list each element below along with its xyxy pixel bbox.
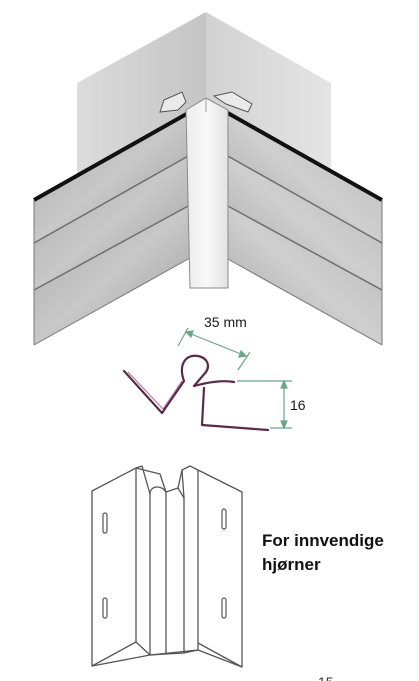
profile-outline: [122, 354, 270, 432]
dimension-label-width: 35 mm: [204, 314, 247, 330]
dimension-35mm: [177, 327, 251, 371]
page-number: 15: [318, 674, 334, 681]
profile-cross-section: 35 mm 16: [122, 314, 306, 432]
corner-profile-line-drawing: [91, 465, 243, 668]
siding-panels-left: [33, 110, 191, 346]
dimension-label-depth: 16: [290, 397, 306, 413]
mounting-clips: [159, 91, 253, 113]
caption-line-1: For innvendige: [262, 531, 384, 550]
caption-line-2: hjørner: [262, 555, 321, 574]
caption: For innvendige hjørner: [262, 529, 412, 577]
inner-corner-post: [185, 97, 229, 289]
corner-3d-illustration: [33, 12, 383, 346]
nail-slot: [102, 512, 108, 534]
nail-slots: [102, 508, 227, 619]
nail-slot: [102, 597, 108, 619]
dimension-16: [237, 379, 292, 430]
nail-slot: [221, 508, 227, 530]
siding-panels-right: [225, 110, 383, 346]
nail-slot: [221, 597, 227, 619]
